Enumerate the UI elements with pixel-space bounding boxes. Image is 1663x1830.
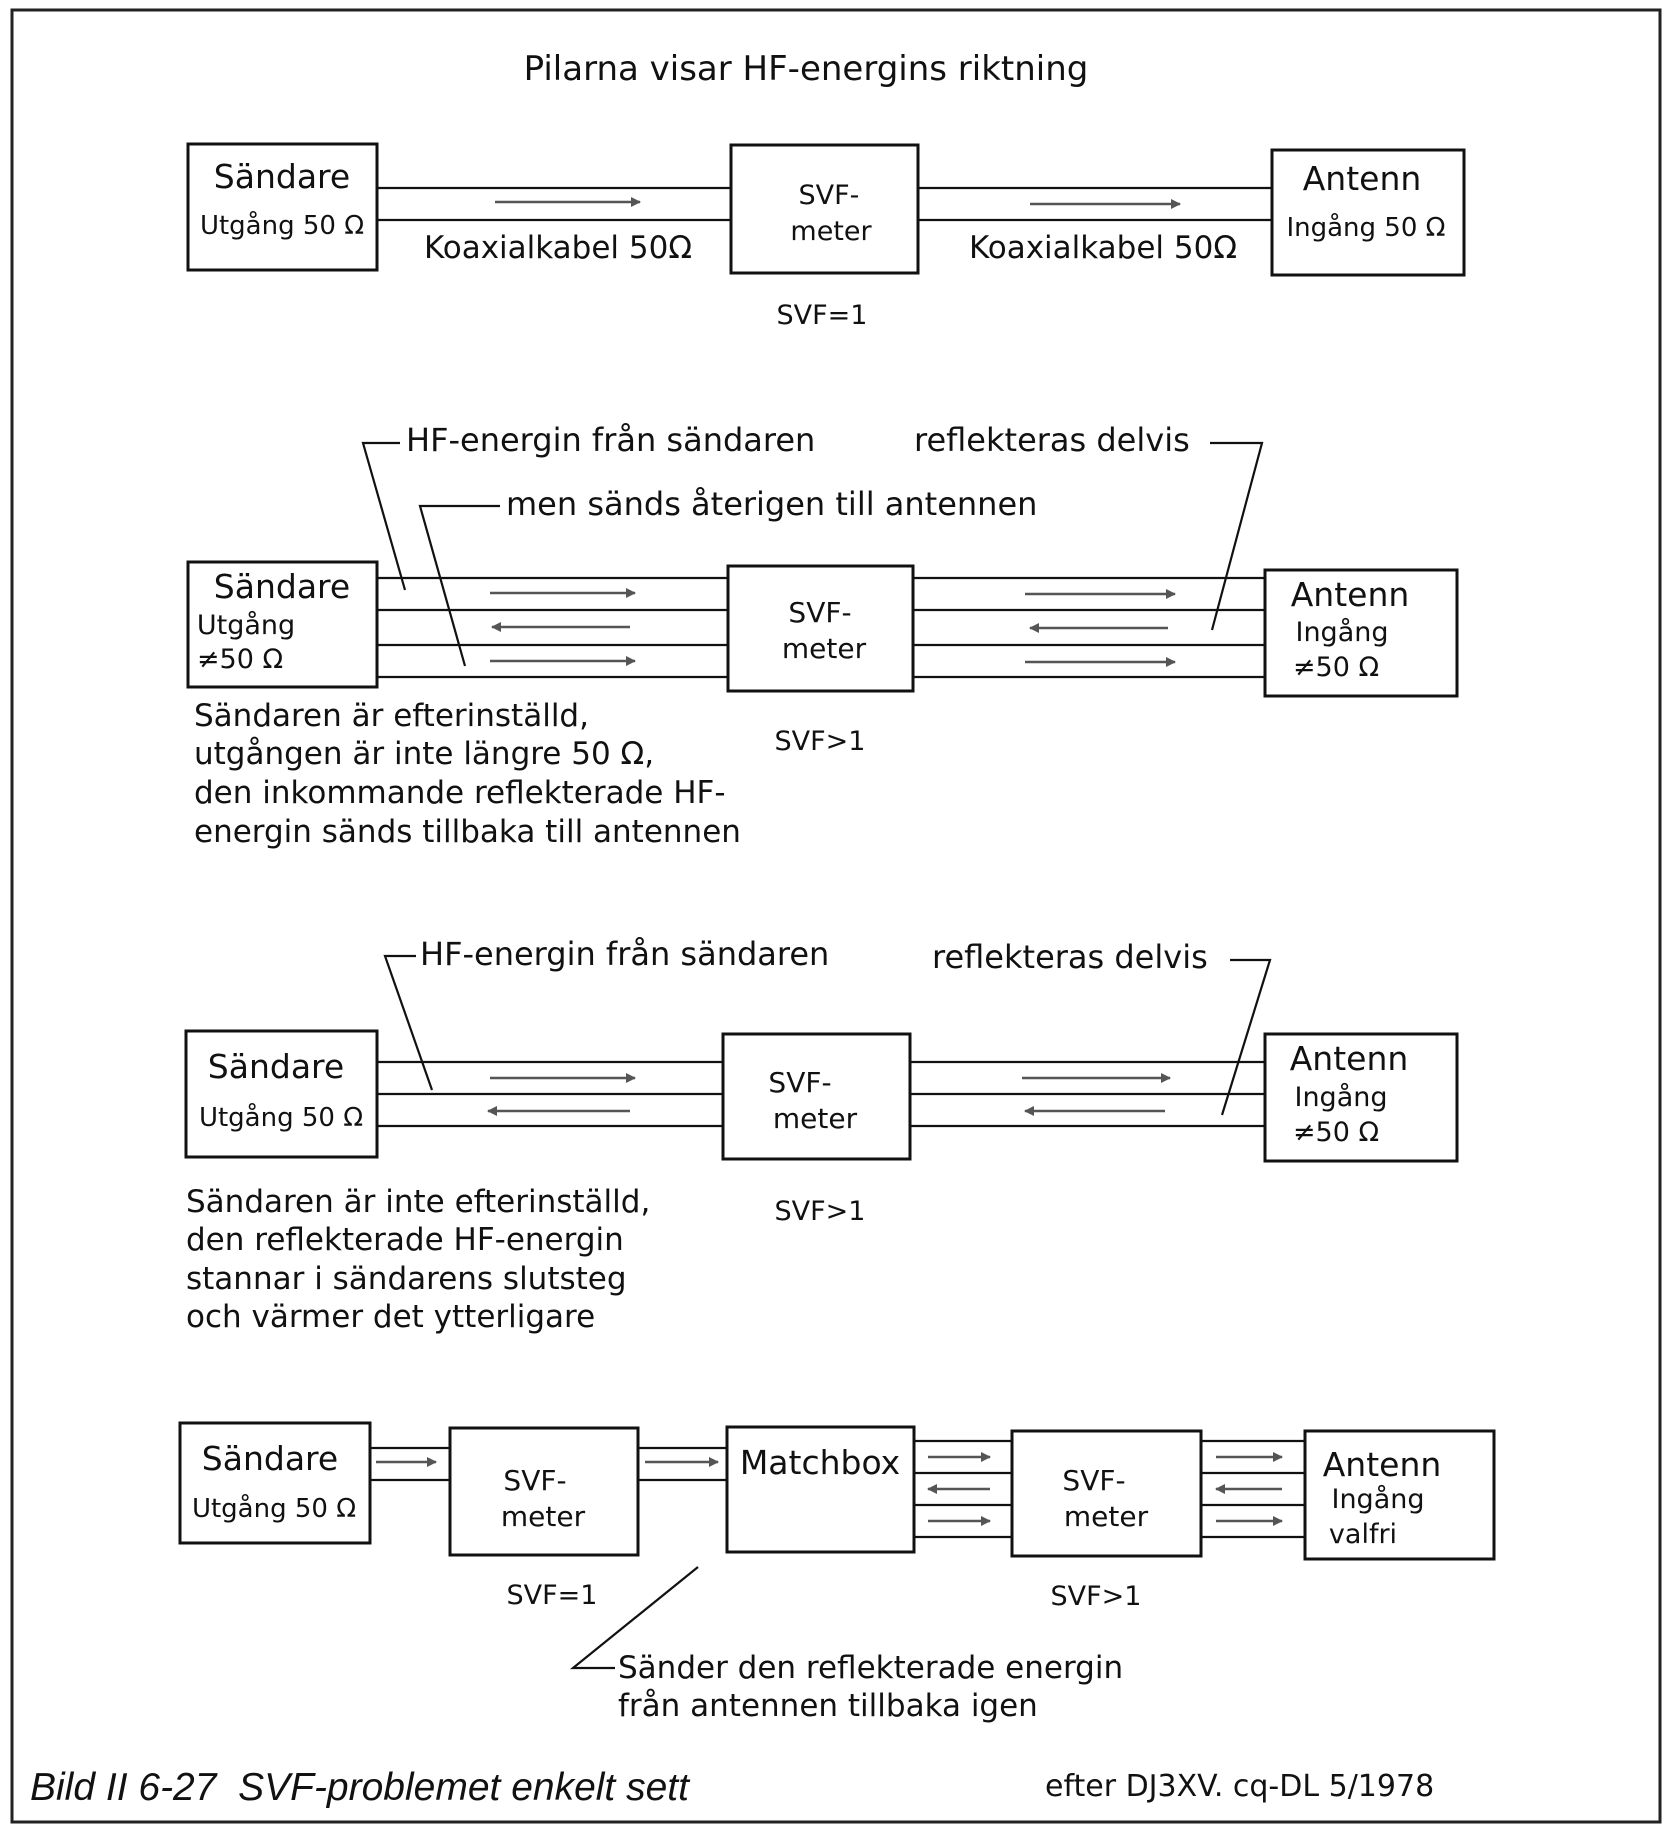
cable-label-left: Koaxialkabel 50Ω xyxy=(424,230,692,266)
note-line: den reflekterade HF-energin xyxy=(186,1222,624,1258)
leader-line xyxy=(361,441,407,591)
note-line: den inkommande reflekterade HF- xyxy=(194,775,726,811)
antenna-label: Antenn xyxy=(1290,1039,1409,1078)
meter-line2: meter xyxy=(790,216,872,247)
meter-line2: meter xyxy=(782,632,867,665)
note-line: och värmer det ytterligare xyxy=(186,1299,595,1335)
antenna-label: Antenn xyxy=(1323,1445,1442,1484)
meter-line1: SVF- xyxy=(503,1464,566,1497)
note-line: Sänder den reflekterade energin xyxy=(618,1650,1123,1686)
svf-meter-box xyxy=(729,143,920,275)
sender-output: Utgång 50 Ω xyxy=(192,1493,356,1524)
svf-value-2: SVF>1 xyxy=(1051,1581,1142,1612)
antenna-label: Antenn xyxy=(1291,575,1410,614)
antenna-input: Ingång 50 Ω xyxy=(1286,212,1445,243)
sender-box xyxy=(184,1029,379,1159)
diagram-1: Sändare Utgång 50 Ω SVF- meter Antenn In… xyxy=(186,142,1466,331)
note-line: Sändaren är efterinställd, xyxy=(194,698,589,734)
sender-label: Sändare xyxy=(214,157,350,196)
meter-line1: SVF- xyxy=(788,596,851,629)
matchbox-box xyxy=(725,1425,916,1554)
antenna-box xyxy=(1263,568,1459,698)
meter-line1: SVF- xyxy=(1062,1464,1125,1497)
svf-meter-box xyxy=(448,1426,640,1557)
antenna-label: Antenn xyxy=(1303,159,1422,198)
callout-reflected: reflekteras delvis xyxy=(914,421,1190,459)
svf-value-1: SVF=1 xyxy=(507,1580,598,1611)
note-line: från antennen tillbaka igen xyxy=(618,1688,1038,1724)
leader-line xyxy=(418,504,500,667)
svf-value: SVF>1 xyxy=(775,726,866,757)
leader-line xyxy=(569,1566,699,1670)
sender-label: Sändare xyxy=(202,1439,338,1478)
figure-source: efter DJ3XV. cq-DL 5/1978 xyxy=(1045,1769,1434,1804)
meter-line2: meter xyxy=(773,1102,858,1135)
sender-output: Utgång 50 Ω xyxy=(200,210,364,241)
antenna-type: valfri xyxy=(1329,1519,1397,1550)
svf-value: SVF=1 xyxy=(777,300,868,331)
antenna-box xyxy=(1303,1429,1496,1561)
meter-line1: SVF- xyxy=(768,1066,831,1099)
antenna-box xyxy=(1270,148,1466,277)
antenna-input: Ingång xyxy=(1295,617,1388,648)
sender-impedance: ≠50 Ω xyxy=(197,644,283,675)
sender-box xyxy=(186,142,379,272)
leader-line xyxy=(383,954,434,1091)
sender-output: Utgång 50 Ω xyxy=(199,1102,363,1133)
figure-caption: Bild II 6-27 SVF-problemet enkelt sett xyxy=(30,1766,691,1809)
callout-resent: men sänds återigen till antennen xyxy=(506,485,1037,523)
svf-value: SVF>1 xyxy=(775,1196,866,1227)
svf-meter-box xyxy=(726,564,915,693)
callout-from-sender: HF-energin från sändaren xyxy=(420,935,829,973)
meter-line1: SVF- xyxy=(799,180,860,211)
meter-line2: meter xyxy=(1064,1500,1149,1533)
leader-line xyxy=(1220,958,1272,1116)
sender-output: Utgång xyxy=(197,610,295,641)
diagram-3: Sändare Utgång 50 Ω SVF- meter Antenn In… xyxy=(184,935,1459,1335)
figure-frame xyxy=(10,8,1662,1824)
sender-box xyxy=(186,560,379,689)
antenna-input: Ingång xyxy=(1294,1082,1387,1113)
antenna-impedance: ≠50 Ω xyxy=(1293,652,1379,683)
svf-meter-box xyxy=(1010,1429,1203,1558)
note-line: stannar i sändarens slutsteg xyxy=(186,1261,627,1297)
sender-label: Sändare xyxy=(208,1047,344,1086)
matchbox-label: Matchbox xyxy=(740,1443,900,1482)
meter-line2: meter xyxy=(501,1500,586,1533)
note-line: utgången är inte längre 50 Ω, xyxy=(194,736,654,772)
cable-label-right: Koaxialkabel 50Ω xyxy=(969,230,1237,266)
note-line: energin sänds tillbaka till antennen xyxy=(194,814,741,850)
sender-box xyxy=(178,1421,372,1545)
antenna-box xyxy=(1263,1032,1459,1163)
diagram-2: Sändare Utgång ≠50 Ω SVF- meter Antenn I… xyxy=(186,421,1459,850)
callout-from-sender: HF-energin från sändaren xyxy=(406,421,815,459)
leader-line xyxy=(1210,441,1264,631)
svf-meter-box xyxy=(721,1032,912,1161)
note-line: Sändaren är inte efterinställd, xyxy=(186,1184,650,1220)
antenna-input: Ingång xyxy=(1331,1484,1424,1515)
figure-title: Pilarna visar HF-energins riktning xyxy=(524,49,1089,89)
antenna-impedance: ≠50 Ω xyxy=(1293,1117,1379,1148)
sender-label: Sändare xyxy=(214,567,350,606)
diagram-4: Sändare Utgång 50 Ω SVF- meter Matchbox … xyxy=(178,1421,1496,1724)
callout-reflected: reflekteras delvis xyxy=(932,938,1208,976)
